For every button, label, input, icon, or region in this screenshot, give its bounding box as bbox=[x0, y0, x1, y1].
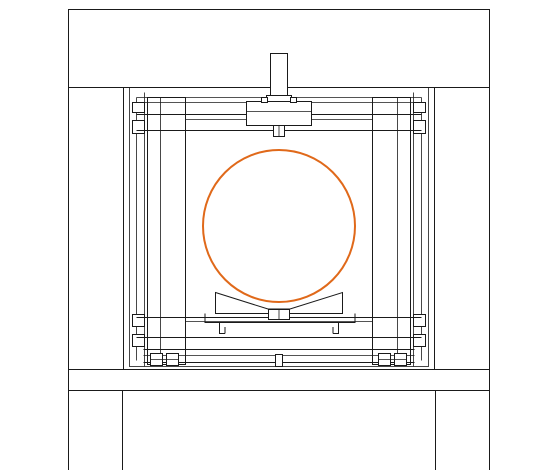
circular-workpiece bbox=[202, 149, 356, 303]
bottom-rollers bbox=[143, 349, 415, 367]
right-guide-column bbox=[372, 92, 426, 367]
outer-frame bbox=[68, 9, 490, 470]
v-block-cradle bbox=[204, 291, 356, 334]
top-clamp bbox=[246, 53, 312, 137]
lower-crossbar bbox=[136, 317, 422, 338]
base-beam bbox=[68, 369, 490, 391]
left-guide-column bbox=[132, 92, 186, 367]
